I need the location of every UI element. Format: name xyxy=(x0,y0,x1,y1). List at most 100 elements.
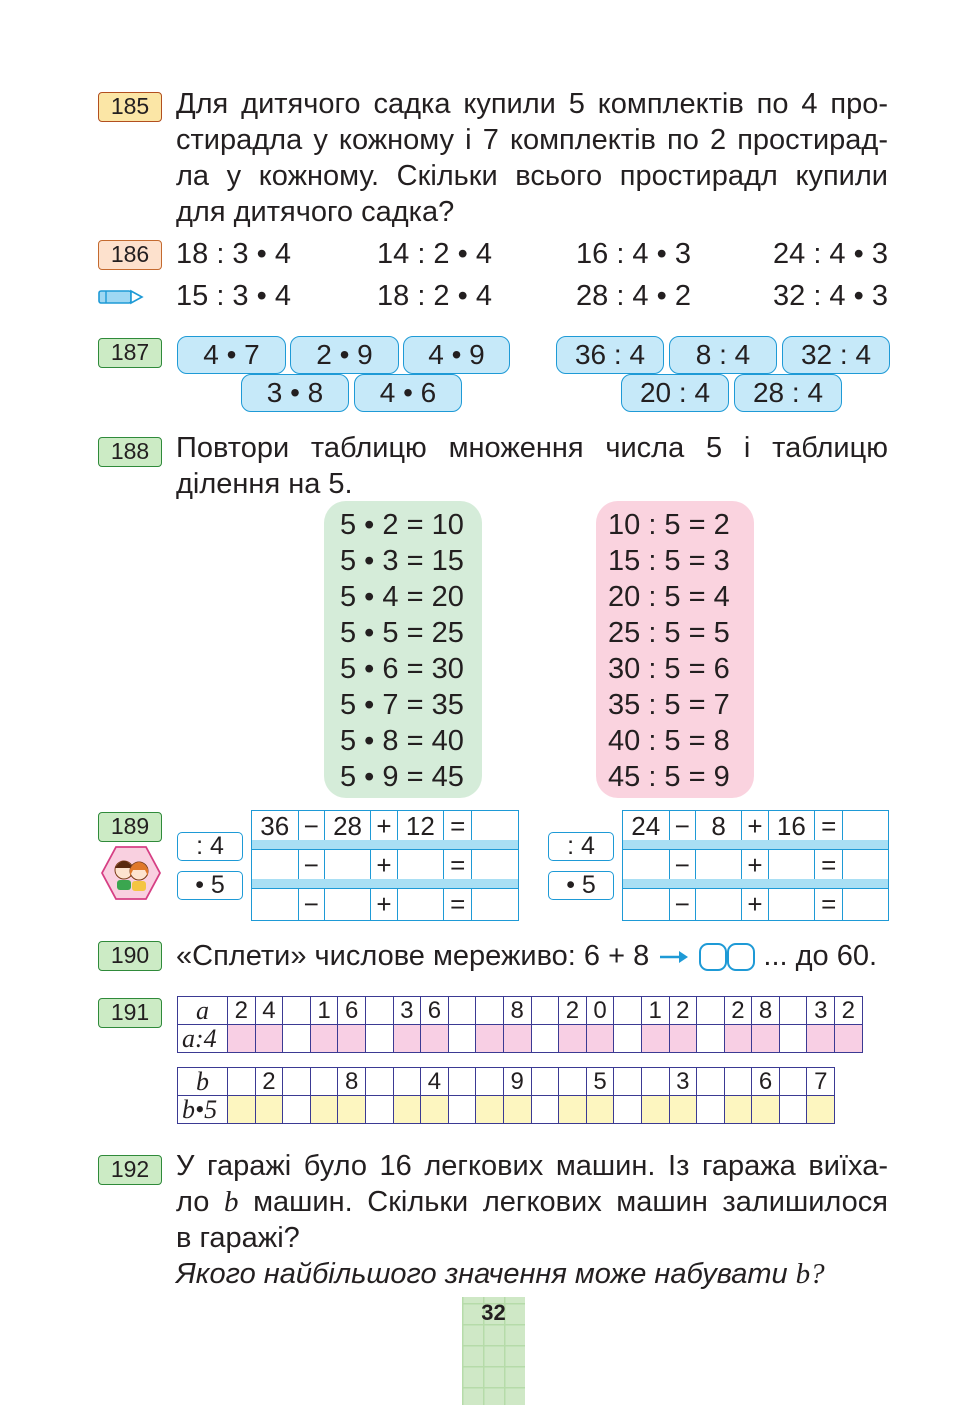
row-label: a:4 xyxy=(177,1024,228,1053)
grid-cell: 4 xyxy=(420,1067,449,1096)
exercise-190-text: «Сплети» числове мереживо: 6 + 8 ... до … xyxy=(176,938,888,974)
grid-cell[interactable] xyxy=(767,888,816,921)
grid-cell[interactable] xyxy=(392,1095,422,1124)
grid-cell xyxy=(696,996,725,1025)
grid-cell[interactable] xyxy=(723,1024,753,1053)
grid-cell: 9 xyxy=(502,1067,532,1096)
grid-cell: 2 xyxy=(723,996,753,1025)
grid-cell[interactable] xyxy=(622,888,670,921)
grid-cell[interactable] xyxy=(471,888,519,921)
text-line: У гаражі було 16 легкових машин. Із гара… xyxy=(176,1150,888,1182)
grid-cell[interactable] xyxy=(337,1095,366,1124)
grid-cell[interactable] xyxy=(392,1024,422,1053)
grid-cell[interactable] xyxy=(227,1095,256,1124)
table-row: 5 • 8 = 40 xyxy=(340,725,464,757)
grid-cell[interactable] xyxy=(558,1024,587,1053)
grid-cell: − xyxy=(297,849,325,882)
grid-cell xyxy=(364,996,394,1025)
grid-cell[interactable] xyxy=(558,1095,587,1124)
grid-cell[interactable] xyxy=(323,888,372,921)
grid-cell xyxy=(475,996,504,1025)
grid-cell xyxy=(696,1095,725,1124)
grid-cell[interactable] xyxy=(396,888,445,921)
grid-cell[interactable] xyxy=(622,849,670,882)
text-line: стирадла у кожному і 7 комплектів по 2 п… xyxy=(176,124,888,156)
grid-cell: − xyxy=(297,888,325,921)
expression-card: 32 : 4 xyxy=(782,336,890,374)
expression: 14 : 2 • 4 xyxy=(377,238,492,270)
grid-cell[interactable] xyxy=(251,888,299,921)
grid-cell[interactable] xyxy=(420,1095,449,1124)
grid-cell[interactable] xyxy=(585,1095,615,1124)
grid-cell[interactable] xyxy=(254,1024,284,1053)
grid-cell[interactable] xyxy=(309,1095,339,1124)
grid-cell[interactable] xyxy=(806,1095,836,1124)
grid-cell xyxy=(227,1067,256,1096)
grid-cell xyxy=(696,1024,725,1053)
exercise-number-190: 190 xyxy=(98,941,162,971)
expression-card: 8 : 4 xyxy=(669,336,777,374)
grid-cell[interactable] xyxy=(640,1095,670,1124)
grid-cell: 8 xyxy=(337,1067,366,1096)
grid-cell[interactable] xyxy=(751,1095,780,1124)
grid-cell: − xyxy=(668,849,696,882)
grid-cell[interactable] xyxy=(767,849,816,882)
grid-cell: + xyxy=(741,888,769,921)
operation-box: • 5 xyxy=(548,871,614,900)
grid-cell[interactable] xyxy=(668,1024,698,1053)
grid-cell xyxy=(613,996,642,1025)
grid-cell[interactable] xyxy=(323,849,372,882)
grid-cell[interactable] xyxy=(337,1024,366,1053)
grid-cell[interactable] xyxy=(834,1024,863,1053)
text-before-arrow: «Сплети» числове мереживо: 6 + 8 xyxy=(176,940,650,972)
grid-cell[interactable] xyxy=(475,1095,504,1124)
grid-cell xyxy=(613,1067,642,1096)
grid-cell[interactable] xyxy=(227,1024,256,1053)
grid-cell xyxy=(778,1024,808,1053)
exercise-number-188: 188 xyxy=(98,437,162,467)
expression: 16 : 4 • 3 xyxy=(576,238,691,270)
grid-cell[interactable] xyxy=(751,1024,780,1053)
grid-cell[interactable] xyxy=(251,849,299,882)
grid-cell[interactable] xyxy=(254,1095,284,1124)
grid-cell xyxy=(447,1067,477,1096)
grid-cell[interactable] xyxy=(723,1095,753,1124)
exercise-185-text: Для дитячого садка купили 5 комплектів п… xyxy=(176,86,888,230)
table-row: 5 • 2 = 10 xyxy=(340,509,464,541)
grid-cell[interactable] xyxy=(842,849,889,882)
table-row: 45 : 5 = 9 xyxy=(608,761,730,793)
grid-cell[interactable] xyxy=(585,1024,615,1053)
table-row: 35 : 5 = 7 xyxy=(608,689,730,721)
grid-cell[interactable] xyxy=(502,1095,532,1124)
expression: 15 : 3 • 4 xyxy=(176,280,291,312)
grid-cell[interactable] xyxy=(475,1024,504,1053)
grid-cell[interactable] xyxy=(806,1024,836,1053)
page-number-box xyxy=(462,1297,525,1405)
operation-box: • 5 xyxy=(177,871,243,900)
grid-cell[interactable] xyxy=(471,810,519,843)
grid-cell[interactable] xyxy=(420,1024,449,1053)
grid-cell: 16 xyxy=(767,810,816,843)
arrow-right-icon xyxy=(660,951,689,964)
grid-cell[interactable] xyxy=(842,810,889,843)
table-row: 5 • 4 = 20 xyxy=(340,581,464,613)
grid-cell[interactable] xyxy=(694,849,743,882)
grid-cell[interactable] xyxy=(471,849,519,882)
grid-cell xyxy=(723,1067,753,1096)
exercise-188-text: Повтори таблицю множення числа 5 і табли… xyxy=(176,430,888,502)
grid-cell[interactable] xyxy=(502,1024,532,1053)
table-row: 20 : 5 = 4 xyxy=(608,581,730,613)
grid-cell[interactable] xyxy=(694,888,743,921)
grid-cell[interactable] xyxy=(842,888,889,921)
exercise-number-186: 186 xyxy=(98,240,162,270)
question-line: Якого найбільшого значення може набувати… xyxy=(176,1256,888,1292)
grid-cell[interactable] xyxy=(668,1095,698,1124)
question-text: Якого найбільшого значення може набувати xyxy=(176,1258,788,1290)
grid-cell[interactable] xyxy=(396,849,445,882)
grid-cell: 5 xyxy=(585,1067,615,1096)
grid-cell[interactable] xyxy=(309,1024,339,1053)
grid-cell xyxy=(364,1095,394,1124)
grid-cell[interactable] xyxy=(640,1024,670,1053)
text-line: Повтори таблицю множення числа 5 і табли… xyxy=(176,432,888,464)
